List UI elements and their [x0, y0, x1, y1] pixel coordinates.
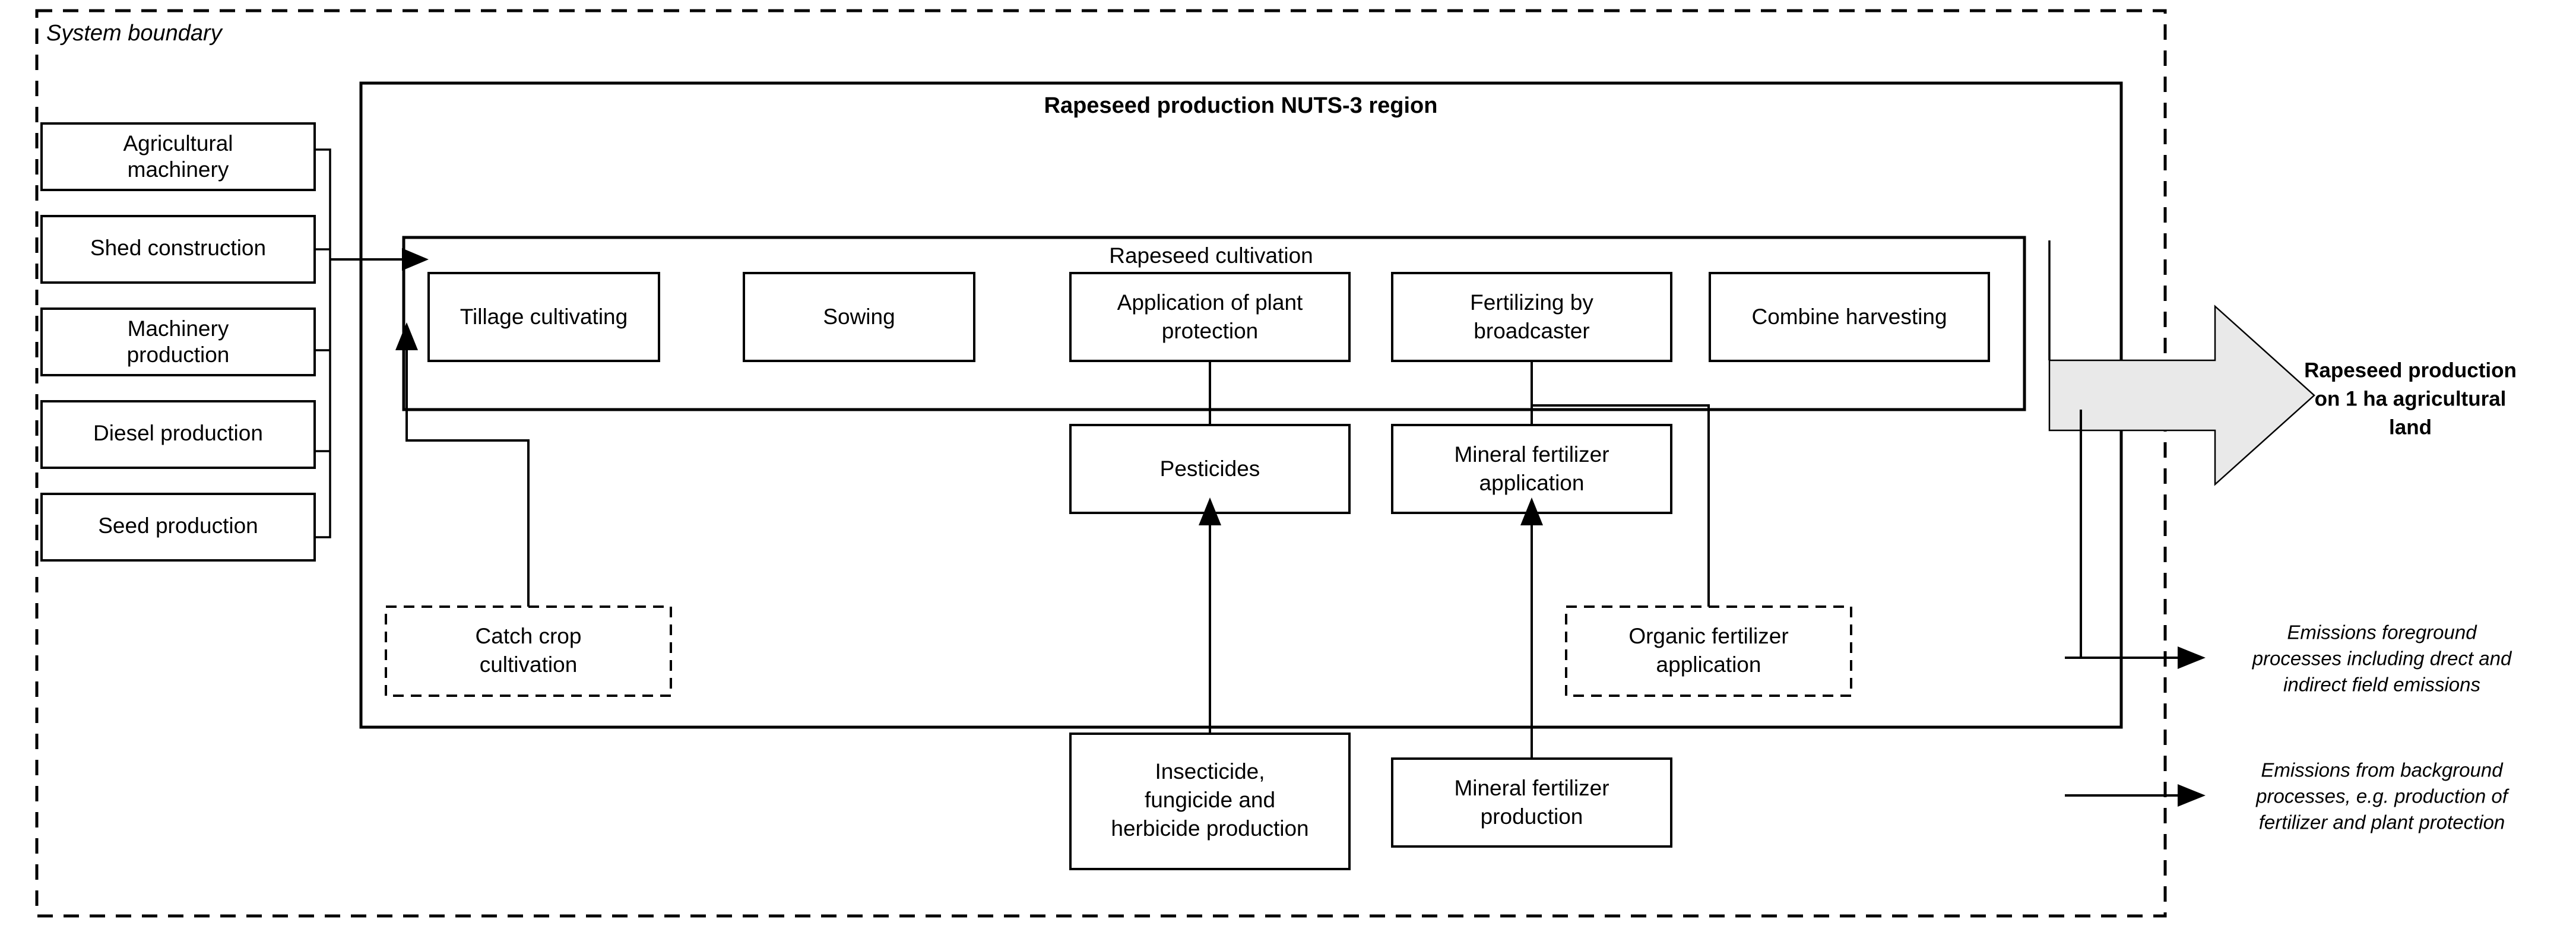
- input-label-machinery-production-line1: Machinery: [128, 316, 229, 341]
- arrow-head-pesticide-production-to-pesticides: [1199, 497, 1221, 525]
- input-label-seed-production-line1: Seed production: [98, 513, 258, 538]
- upstream-nodes-group: Insecticide, fungicide and herbicide pro…: [1069, 733, 1672, 870]
- input-box-machinery-production[interactable]: [40, 307, 316, 376]
- big-arrow-rapeseed-output: [2048, 305, 2315, 486]
- step-label-sowing-line1: Sowing: [823, 305, 895, 329]
- step-label-combine-harvesting-line1: Combine harvesting: [1751, 305, 1947, 329]
- output-label-background-emissions-line3: fertilizer and plant protection: [2259, 811, 2505, 833]
- arrow-head-inputs-to-cultivation: [402, 248, 429, 271]
- rapeseed-cultivation-container: [402, 236, 2026, 411]
- node-label-mineral-fertilizer-production-line1: Mineral fertilizer: [1454, 776, 1609, 800]
- node-label-pesticides-line1: Pesticides: [1160, 456, 1260, 481]
- step-label-fertilizing-by-broadcaster-line1: Fertilizing by: [1470, 290, 1593, 315]
- background-inputs-group: Agricultural machinery Shed construction…: [40, 122, 316, 562]
- output-label-foreground-emissions-line3: indirect field emissions: [2283, 674, 2480, 696]
- arrow-head-catch-crop-to-cultivation: [395, 322, 418, 350]
- step-label-application-of-plant-protection-line2: protection: [1162, 319, 1259, 343]
- node-label-pesticide-production-line1: Insecticide,: [1155, 759, 1265, 784]
- input-bracket-connector: [315, 148, 429, 538]
- node-box-catch-crop-cultivation[interactable]: [385, 605, 672, 697]
- arrow-head-background-emissions: [2178, 784, 2206, 807]
- connector-catch-crop-to-cultivation: [405, 350, 530, 607]
- node-label-pesticide-production-line2: fungicide and: [1145, 788, 1275, 812]
- node-label-catch-crop-cultivation-line1: Catch crop: [476, 624, 582, 648]
- intermediate-nodes-group: Pesticides Mineral fertilizer applicatio…: [1069, 424, 1672, 514]
- input-box-shed-construction[interactable]: [40, 215, 316, 284]
- step-box-fertilizing-by-broadcaster[interactable]: [1391, 272, 1672, 362]
- input-label-machinery-production-line2: production: [127, 343, 230, 367]
- rapeseed-cultivation-label: Rapeseed cultivation: [1109, 243, 1313, 268]
- system-boundary-label: System boundary: [46, 21, 223, 46]
- input-label-shed-construction-line1: Shed construction: [90, 236, 266, 260]
- step-box-application-of-plant-protection[interactable]: [1069, 272, 1351, 362]
- output-label-rapeseed-line3: land: [2389, 416, 2432, 439]
- output-label-background-emissions-line1: Emissions from background: [2261, 759, 2504, 781]
- input-label-agricultural-machinery-line2: machinery: [128, 157, 229, 182]
- step-box-tillage-cultivating[interactable]: [427, 272, 660, 362]
- region-title: Rapeseed production NUTS-3 region: [1044, 93, 1438, 118]
- flow-connectors-group: [395, 322, 1710, 759]
- rapeseed-output-arrow-group: Rapeseed production on 1 ha agricultural…: [2048, 240, 2517, 486]
- node-label-catch-crop-cultivation-line2: cultivation: [480, 652, 578, 677]
- node-box-mineral-fertilizer-production[interactable]: [1391, 757, 1672, 848]
- foreground-emissions-output-group: Emissions foreground processes including…: [2065, 410, 2512, 696]
- node-label-pesticide-production-line3: herbicide production: [1111, 816, 1308, 841]
- input-label-diesel-production-line1: Diesel production: [93, 421, 263, 445]
- node-label-organic-fertilizer-application-line2: application: [1656, 652, 1761, 677]
- step-label-application-of-plant-protection-line1: Application of plant: [1117, 290, 1303, 315]
- step-label-tillage-cultivating-line1: Tillage cultivating: [460, 305, 628, 329]
- node-label-mineral-fertilizer-production-line2: production: [1481, 804, 1583, 829]
- background-emissions-output-group: Emissions from background processes, e.g…: [2065, 759, 2510, 833]
- input-box-diesel-production[interactable]: [40, 400, 316, 469]
- optional-nodes-group: Catch crop cultivation Organic fertilize…: [385, 605, 1852, 697]
- node-label-organic-fertilizer-application-line1: Organic fertilizer: [1628, 624, 1788, 648]
- input-box-seed-production[interactable]: [40, 493, 316, 562]
- input-box-agricultural-machinery[interactable]: [40, 122, 316, 191]
- step-box-sowing[interactable]: [743, 272, 975, 362]
- connector-broadcaster-to-organic-fertilizer: [1532, 404, 1710, 607]
- output-label-rapeseed-line2: on 1 ha agricultural: [2315, 387, 2507, 410]
- arrow-head-mineral-fertilizer-production-to-application: [1520, 497, 1543, 525]
- output-label-background-emissions-line2: processes, e.g. production of: [2255, 785, 2510, 807]
- output-label-foreground-emissions-line2: processes including drect and: [2252, 648, 2512, 670]
- node-box-pesticide-production[interactable]: [1069, 733, 1351, 870]
- step-box-combine-harvesting[interactable]: [1709, 272, 1990, 362]
- output-label-foreground-emissions-line1: Emissions foreground: [2287, 622, 2477, 643]
- node-label-mineral-fertilizer-application-line1: Mineral fertilizer: [1454, 442, 1609, 467]
- arrow-head-foreground-emissions: [2178, 646, 2206, 669]
- node-box-organic-fertilizer-application[interactable]: [1565, 605, 1852, 697]
- node-label-mineral-fertilizer-application-line2: application: [1479, 471, 1585, 495]
- cultivation-steps-group: Tillage cultivating Sowing Application o…: [427, 272, 1990, 362]
- input-label-agricultural-machinery-line1: Agricultural: [123, 131, 233, 156]
- output-label-rapeseed-line1: Rapeseed production: [2304, 359, 2517, 382]
- step-label-fertilizing-by-broadcaster-line2: broadcaster: [1474, 319, 1589, 343]
